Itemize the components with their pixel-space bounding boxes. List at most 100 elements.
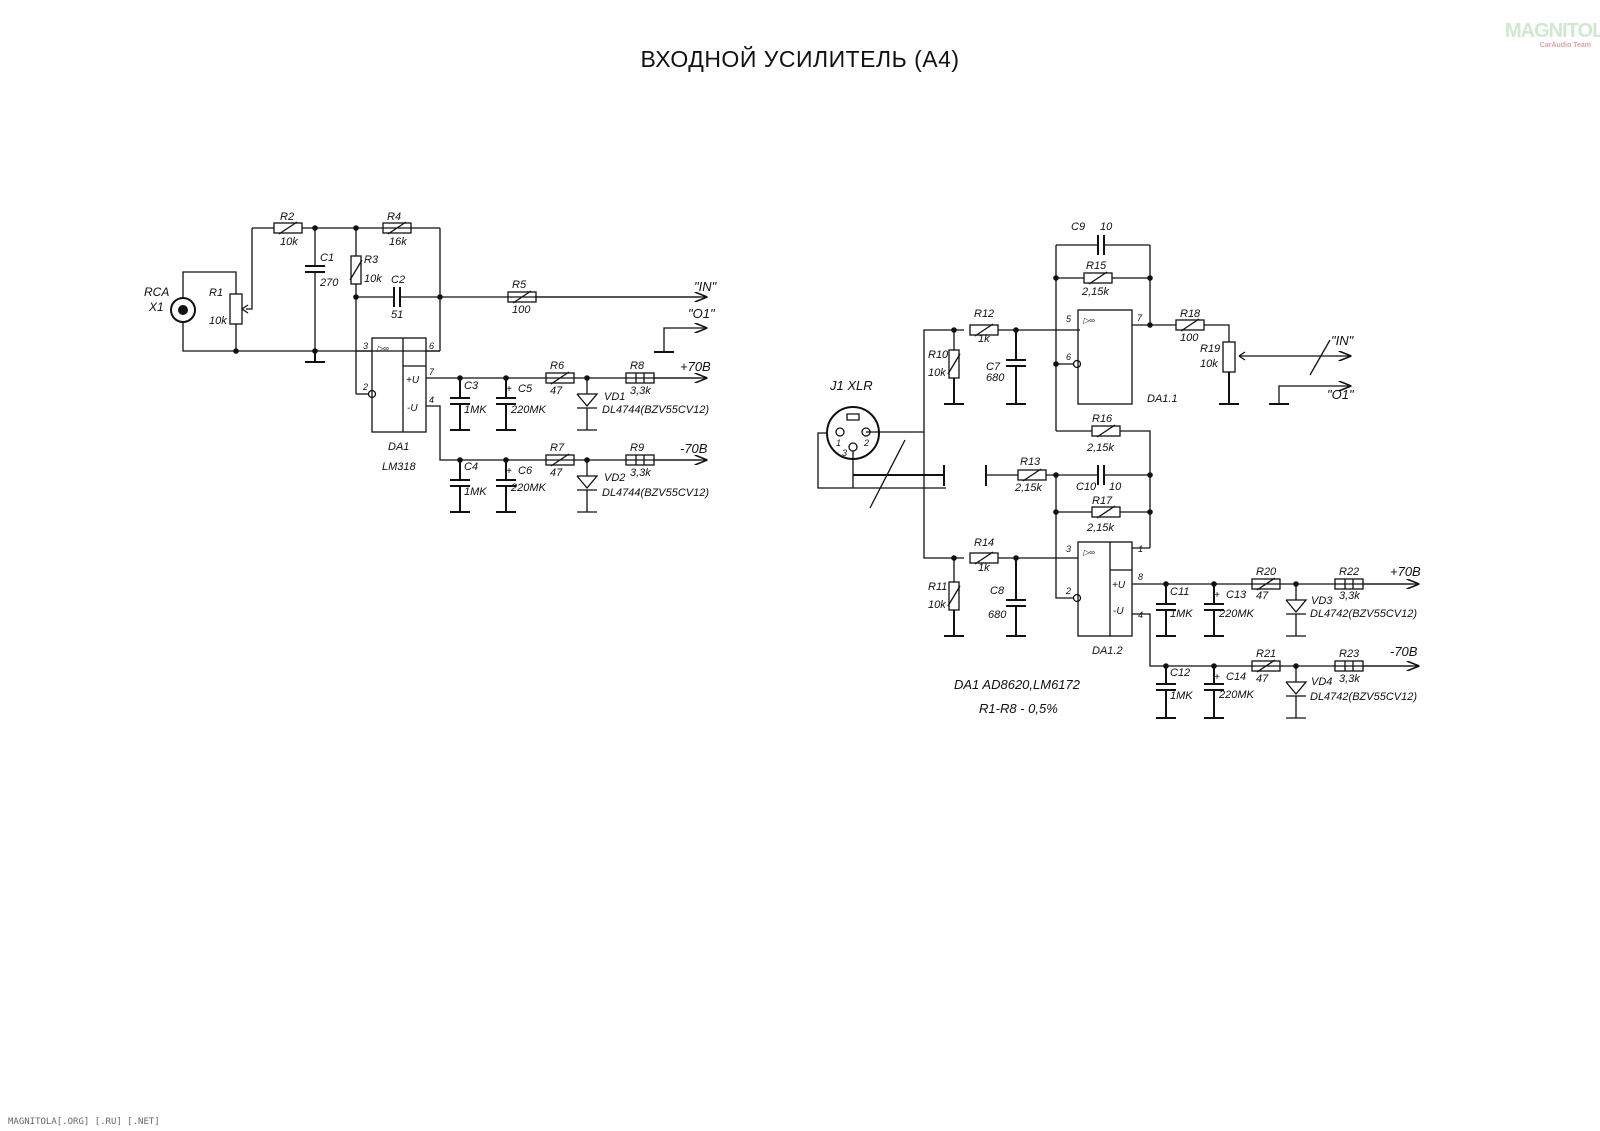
label-c6: C6: [518, 465, 533, 477]
label-r12: R12: [974, 308, 994, 320]
label-r3v: 10k: [364, 273, 382, 285]
label-da11-pin5: 5: [1066, 314, 1072, 324]
label-c9v: 10: [1100, 221, 1113, 233]
r7-resistor: [545, 454, 575, 466]
r20-resistor: [1251, 578, 1281, 590]
label-c11: C11: [1170, 586, 1189, 598]
label-c11v: 1MK: [1170, 608, 1193, 620]
label-c3v: 1MK: [464, 404, 487, 416]
label-c1: C1: [320, 252, 334, 264]
c1-capacitor: [305, 265, 325, 273]
r6-resistor: [545, 372, 575, 384]
label-vd2v: DL4744(BZV55CV12): [602, 487, 709, 499]
label-c12v: 1MK: [1170, 690, 1193, 702]
label-da12-pin4: 4: [1138, 610, 1143, 620]
label-minus70-right: -70B: [1390, 644, 1418, 659]
label-r1v: 10k: [209, 315, 227, 327]
label-c4v: 1MK: [464, 486, 487, 498]
label-xlr-pin3: 3: [842, 448, 847, 458]
label-r21: R21: [1256, 648, 1276, 660]
r4-resistor: [382, 222, 412, 234]
label-da1-minusu: -U: [407, 403, 418, 414]
label-r9v: 3,3k: [630, 467, 651, 479]
label-c5-plus: +: [506, 384, 512, 395]
watermark-main: MAGNITOLA: [1505, 20, 1600, 42]
r16-resistor: [1091, 425, 1121, 437]
c5-capacitor: [496, 378, 516, 431]
label-da12-plusu: +U: [1112, 580, 1126, 591]
label-da1-symbol: ▷∞: [376, 344, 389, 353]
label-c10v: 10: [1109, 481, 1122, 493]
label-vd3v: DL4742(BZV55CV12): [1310, 608, 1417, 620]
label-da12-minusu: -U: [1113, 606, 1124, 617]
label-r19v: 10k: [1200, 358, 1218, 370]
c4-capacitor: [450, 460, 470, 513]
label-plus70-right: +70B: [1390, 564, 1421, 579]
label-r9: R9: [630, 442, 644, 454]
label-r11: R11: [928, 581, 947, 593]
label-c14-plus: +: [1214, 672, 1220, 683]
label-c5v: 220MK: [510, 404, 547, 416]
label-r16: R16: [1092, 413, 1113, 425]
label-da12-pin8: 8: [1138, 572, 1143, 582]
c10-capacitor: [1097, 465, 1105, 485]
vd2-zener: [576, 460, 599, 513]
label-c7v: 680: [986, 372, 1005, 384]
note-opamp-types: DA1 AD8620,LM6172: [954, 677, 1081, 692]
label-c7: C7: [986, 361, 1001, 373]
label-r15: R15: [1086, 260, 1107, 272]
label-r21v: 47: [1256, 673, 1269, 685]
label-in-right: "IN": [1331, 333, 1355, 348]
c11-capacitor: [1156, 584, 1176, 637]
footer-text: MAGNITOLA[.ORG] [.RU] [.NET]: [8, 1117, 160, 1127]
label-o1-right: "O1": [1327, 387, 1355, 402]
label-da12-pin2: 2: [1065, 586, 1071, 596]
c7-capacitor: [1006, 330, 1026, 405]
label-r20v: 47: [1256, 590, 1269, 602]
label-r2v: 10k: [280, 236, 298, 248]
label-c8: C8: [990, 585, 1005, 597]
label-r3: R3: [364, 254, 379, 266]
label-r8v: 3,3k: [630, 385, 651, 397]
label-c1v: 270: [319, 277, 339, 289]
r15-resistor: [1083, 272, 1113, 284]
label-r12v: 1k: [978, 333, 990, 345]
label-da1: DA1: [388, 441, 409, 453]
label-o1-left: "O1": [688, 306, 716, 321]
label-da1-pin7: 7: [429, 367, 435, 377]
label-r16v: 2,15k: [1086, 442, 1114, 454]
c8-capacitor: [1006, 558, 1026, 637]
label-da12-pin3: 3: [1066, 544, 1071, 554]
component-labels: RCA X1 R1 10k R2 10k C1 270 R3 10k R4 16…: [144, 211, 1421, 716]
label-da11-pin7: 7: [1137, 313, 1143, 323]
label-r4v: 16k: [389, 236, 407, 248]
label-vd1v: DL4744(BZV55CV12): [602, 404, 709, 416]
label-da1-plusu: +U: [406, 375, 420, 386]
vd4-zener: [1285, 666, 1308, 719]
label-r5: R5: [512, 279, 527, 291]
label-xlr-pin1: 1: [836, 438, 841, 448]
label-r18v: 100: [1180, 332, 1199, 344]
label-rca: RCA: [144, 285, 169, 299]
label-r17v: 2,15k: [1086, 522, 1114, 534]
label-plus70-left: +70B: [680, 359, 711, 374]
label-r14v: 1k: [978, 562, 990, 574]
label-r20: R20: [1256, 566, 1277, 578]
note-tolerance: R1-R8 - 0,5%: [979, 701, 1058, 716]
da1-opamp: [371, 337, 427, 433]
label-r8: R8: [630, 360, 645, 372]
c3-capacitor: [450, 378, 470, 431]
watermark-sub: CarAudio Team: [1539, 42, 1591, 49]
label-c4: C4: [464, 461, 478, 473]
label-da1-pin6: 6: [429, 341, 434, 351]
label-r5v: 100: [512, 304, 531, 316]
label-r23: R23: [1339, 648, 1360, 660]
label-r15v: 2,15k: [1081, 286, 1109, 298]
label-minus70-left: -70B: [680, 441, 708, 456]
c14-capacitor: [1204, 666, 1224, 719]
label-c14v: 220MK: [1218, 689, 1255, 701]
label-r19: R19: [1200, 343, 1220, 355]
label-r14: R14: [974, 537, 994, 549]
xlr-circuit: [817, 235, 1418, 719]
label-c2: C2: [391, 274, 405, 286]
